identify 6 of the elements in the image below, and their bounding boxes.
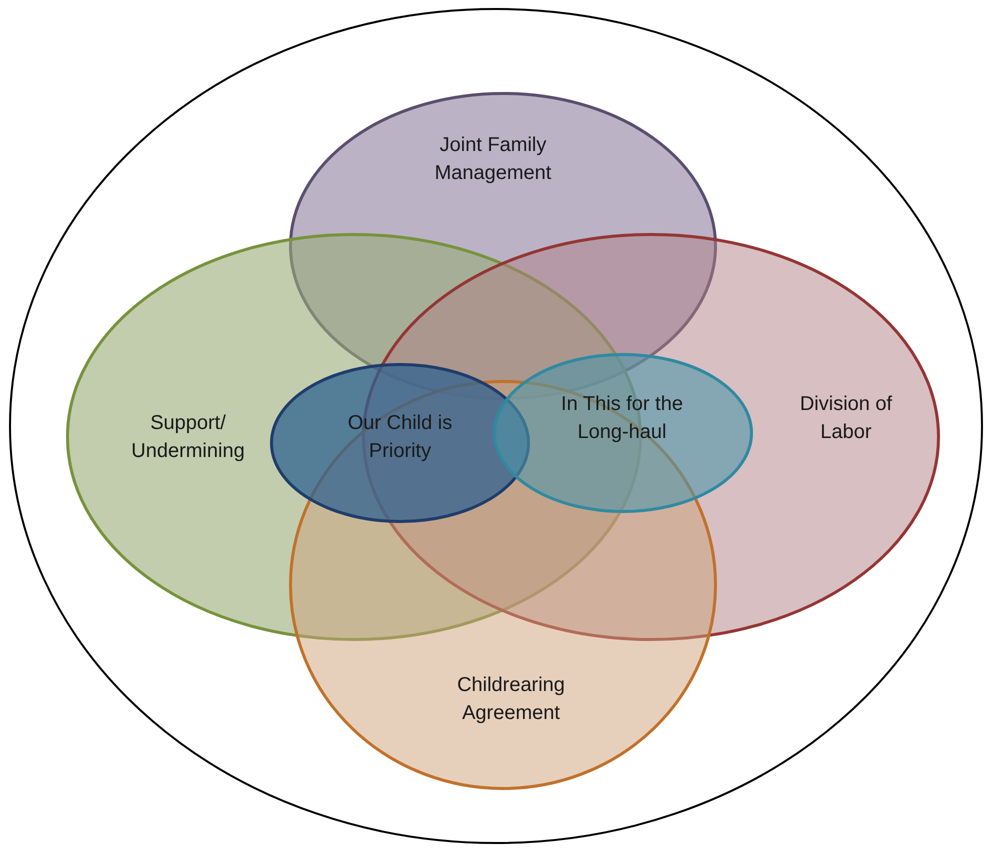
set-label: Our Child is Priority bbox=[346, 411, 454, 464]
set-label: Joint Family Management bbox=[434, 133, 552, 186]
set-label: Childrearing Agreement bbox=[456, 673, 566, 726]
set-label: Support/ Undermining bbox=[130, 411, 246, 464]
set-label: In This for the Long-haul bbox=[560, 392, 684, 445]
set-label: Division of Labor bbox=[798, 392, 894, 445]
